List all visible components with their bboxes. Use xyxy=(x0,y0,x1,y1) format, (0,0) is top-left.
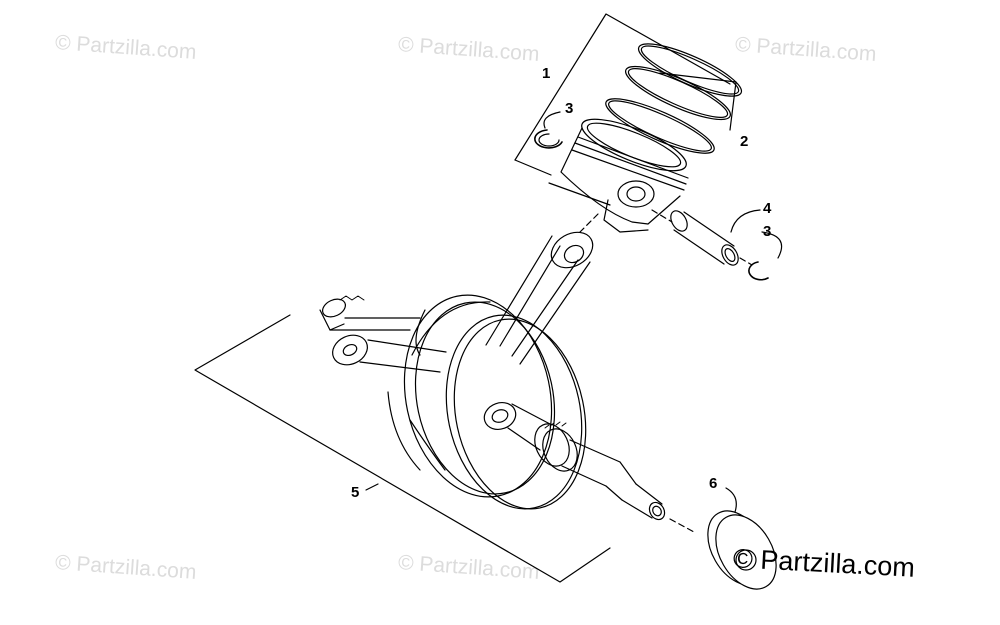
crank-flywheel xyxy=(387,294,587,510)
crankshaft-bracket xyxy=(194,314,611,583)
circlip-right xyxy=(748,261,769,281)
piston-pin xyxy=(670,210,739,266)
piston-assembly-bracket xyxy=(514,13,731,206)
leader-3b xyxy=(761,231,783,259)
crank-main-shaft xyxy=(483,402,666,521)
callout-1: 1 xyxy=(542,65,551,82)
leader-3a xyxy=(543,111,561,129)
leader-4 xyxy=(730,209,761,233)
piston xyxy=(560,118,689,233)
callout-6: 6 xyxy=(709,475,718,492)
callout-5: 5 xyxy=(351,484,360,501)
callout-3: 3 xyxy=(565,100,574,117)
leader-5 xyxy=(365,483,379,491)
circlip-left xyxy=(534,129,563,149)
thrust-washer xyxy=(707,510,777,590)
callout-4: 4 xyxy=(763,200,772,217)
callout-2: 2 xyxy=(740,133,749,150)
callout-3: 3 xyxy=(763,223,772,240)
piston-rings xyxy=(605,43,743,154)
crank-rear-shaft xyxy=(319,295,447,373)
connecting-rod xyxy=(485,231,594,365)
leader-6 xyxy=(725,487,737,513)
